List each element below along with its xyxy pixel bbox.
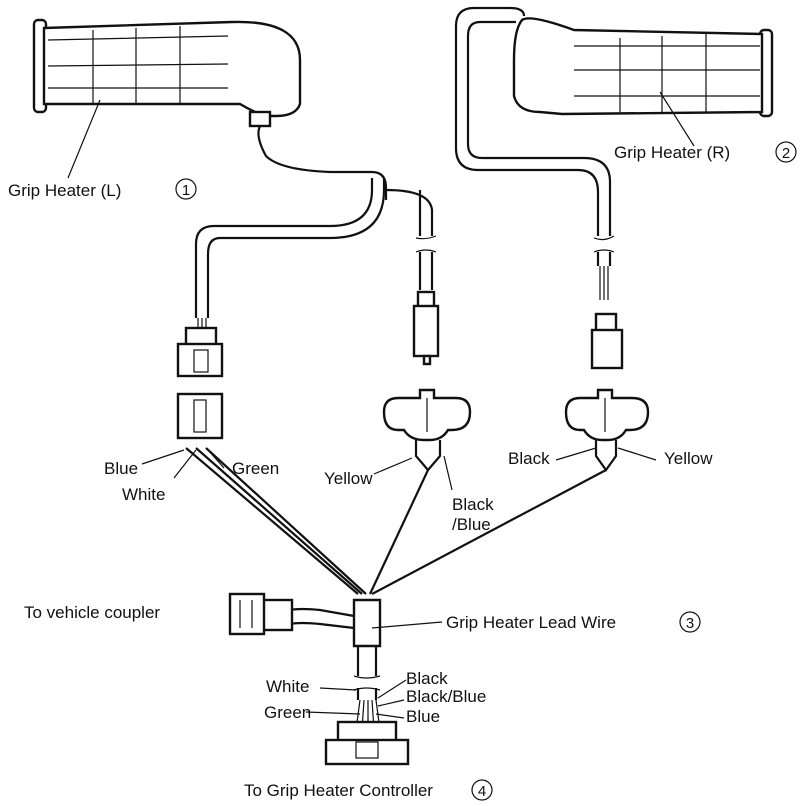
wire-label-white-left: White xyxy=(122,485,165,504)
wire-label-black-blue-left-2: /Blue xyxy=(452,515,491,534)
callout-4-circle xyxy=(471,779,493,801)
grip-heater-left xyxy=(32,18,388,200)
callout-2-number: 2 xyxy=(782,145,790,162)
leader-lines xyxy=(67,91,695,719)
wire-label-white-controller: White xyxy=(266,677,309,696)
grip-heater-left-label: Grip Heater (L) xyxy=(8,181,121,200)
controller-label: To Grip Heater Controller xyxy=(244,781,433,800)
wire-label-black-blue-controller: Black/Blue xyxy=(406,687,486,706)
lead-wire-label: Grip Heater Lead Wire xyxy=(446,613,616,632)
wire-label-yellow-left: Yellow xyxy=(324,469,373,488)
callout-1-number: 1 xyxy=(182,182,190,199)
grip-heater-right xyxy=(454,6,774,442)
wire-label-blue-left: Blue xyxy=(104,459,138,478)
callout-3-number: 3 xyxy=(686,615,694,632)
callout-4-number: 4 xyxy=(478,783,486,800)
harness-wires xyxy=(185,440,618,766)
wire-label-black-controller: Black xyxy=(406,669,448,688)
left-harness xyxy=(176,178,472,442)
wire-label-green-controller: Green xyxy=(264,703,311,722)
wire-label-green-left: Green xyxy=(232,459,279,478)
wire-label-yellow-right: Yellow xyxy=(664,449,713,468)
grip-heater-right-label: Grip Heater (R) xyxy=(614,143,730,162)
callout-3-circle xyxy=(679,611,701,633)
callout-1-circle xyxy=(175,178,197,200)
wire-label-blue-controller: Blue xyxy=(406,707,440,726)
wire-label-black-right: Black xyxy=(508,449,550,468)
wire-label-black-blue-left-1: Black xyxy=(452,495,494,514)
callout-2-circle xyxy=(775,141,797,163)
vehicle-coupler-label: To vehicle coupler xyxy=(24,603,160,622)
